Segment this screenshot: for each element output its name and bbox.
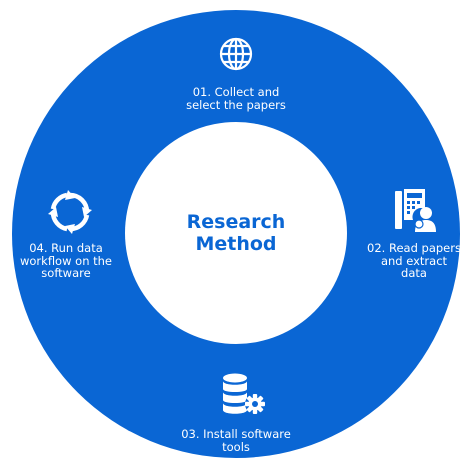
globe-icon bbox=[219, 37, 253, 71]
center-hole bbox=[125, 122, 347, 344]
center-title: Research Method bbox=[125, 122, 347, 344]
step-01-label: 01. Collect and select the papers bbox=[186, 85, 286, 112]
step-02-label: 02. Read papers and extract data bbox=[367, 241, 461, 280]
database-gear-icon bbox=[223, 373, 265, 414]
step-04-label: 04. Run data workflow on the software bbox=[19, 241, 113, 280]
reading-person-icon bbox=[395, 189, 436, 232]
center-title-text: Research Method bbox=[186, 211, 286, 255]
cycle-arrows-icon bbox=[48, 190, 92, 234]
step-03-label: 03. Install software tools bbox=[181, 427, 291, 454]
